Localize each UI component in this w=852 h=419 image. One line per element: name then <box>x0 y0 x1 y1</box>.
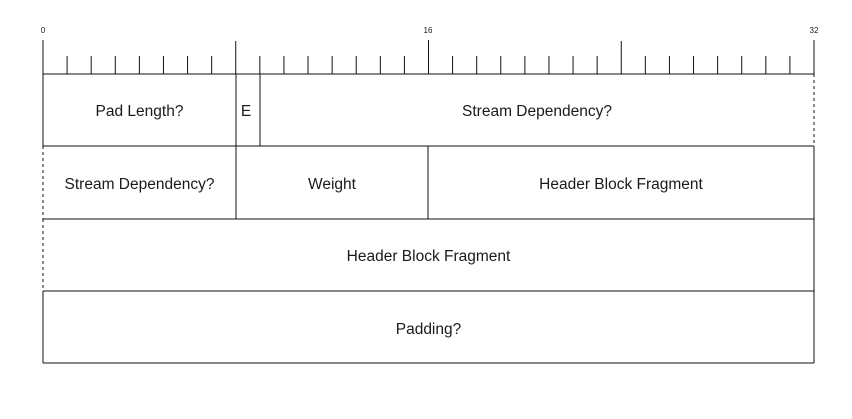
ruler-label-32: 32 <box>810 26 819 35</box>
row-1: Pad Length? E Stream Dependency? <box>42 73 815 146</box>
header-block-fragment-continued-field: Header Block Fragment <box>347 248 511 265</box>
ruler-label-0: 0 <box>41 26 46 35</box>
pad-length-field: Pad Length? <box>96 103 184 120</box>
exclusive-flag-field: E <box>241 103 251 120</box>
bit-ruler: 0 16 32 <box>41 26 819 74</box>
row-4: Padding? <box>42 290 815 364</box>
row-3: Header Block Fragment <box>42 218 815 291</box>
stream-dependency-continued-field: Stream Dependency? <box>65 176 215 193</box>
row-2: Stream Dependency? Weight Header Block F… <box>42 145 815 219</box>
weight-field: Weight <box>308 176 357 193</box>
padding-field: Padding? <box>396 321 462 338</box>
stream-dependency-field: Stream Dependency? <box>462 103 612 120</box>
header-block-fragment-field: Header Block Fragment <box>539 176 703 193</box>
ruler-ticks <box>42 40 815 74</box>
ruler-label-16: 16 <box>424 26 433 35</box>
